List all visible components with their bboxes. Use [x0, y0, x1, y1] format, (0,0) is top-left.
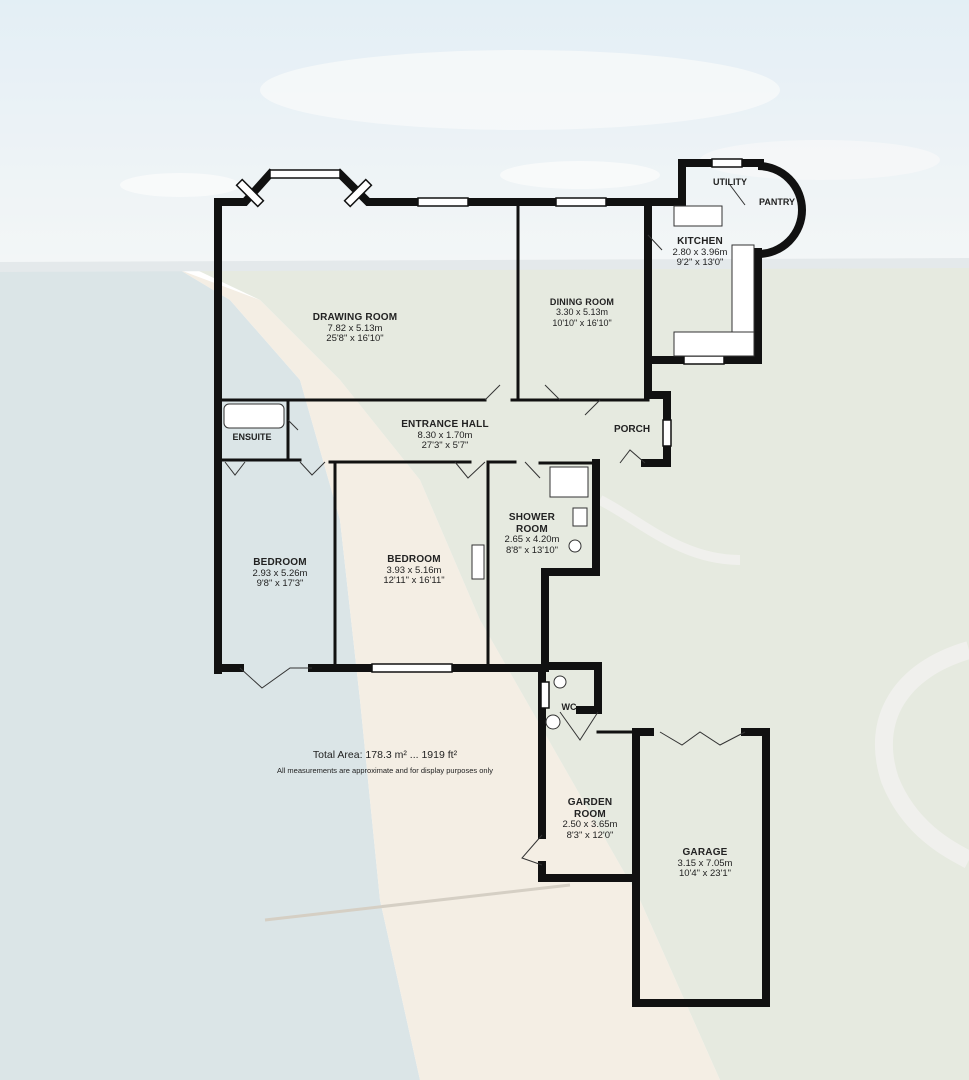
- ensuite-label: ENSUITE: [232, 432, 272, 442]
- porch-label: PORCH: [613, 424, 651, 435]
- room-imperial: 27'3" x 5'7": [421, 440, 469, 452]
- shower-door: [524, 461, 541, 479]
- dining-room-door: [544, 384, 561, 401]
- garage-door: [659, 731, 746, 746]
- room-imperial: 12'11" x 16'11": [383, 575, 445, 587]
- room-metric: 3.15 x 7.05m: [677, 857, 733, 869]
- dining-room-label: DINING ROOM 3.30 x 5.13m 10'10" x 16'10": [532, 297, 632, 328]
- wc-room-toilet: [553, 675, 567, 689]
- utility-door: [729, 184, 746, 206]
- fireplace: [471, 544, 485, 580]
- fixtures: [223, 205, 755, 730]
- bedroom1-door: [224, 461, 246, 476]
- room-name-line1: SHOWER: [508, 512, 556, 523]
- bedroom-2-label: BEDROOM 3.93 x 5.16m 12'11" x 16'11": [364, 554, 464, 587]
- ensuite-bath: [223, 403, 285, 429]
- room-metric: 7.82 x 5.13m: [327, 322, 383, 334]
- room-imperial: 25'8" x 16'10": [326, 333, 384, 345]
- kitchen-worktop-bottom: [673, 331, 755, 357]
- patio-door: [239, 667, 312, 689]
- room-metric: 2.93 x 5.26m: [252, 567, 308, 579]
- entrance-hall-label: ENTRANCE HALL 8.30 x 1.70m 27'3" x 5'7": [390, 419, 500, 452]
- garden-room-door: [521, 834, 543, 866]
- room-metric: 2.80 x 3.96m: [672, 246, 728, 258]
- garage-walls: [632, 728, 770, 1007]
- room-imperial: 9'8" x 17'3": [256, 578, 304, 590]
- garden-room-label: GARDEN ROOM 2.50 x 3.65m 8'3" x 12'0": [545, 797, 635, 842]
- room-metric: 8.30 x 1.70m: [417, 429, 473, 441]
- room-name: BEDROOM: [387, 554, 441, 565]
- kitchen-door: [647, 234, 663, 251]
- bedroom2-door: [454, 461, 486, 479]
- doors: [224, 184, 746, 866]
- room-name: BEDROOM: [253, 557, 307, 568]
- wc-label: WC: [561, 702, 577, 712]
- porch-door: [584, 399, 601, 416]
- wc-toilet: [568, 539, 582, 553]
- room-imperial: 10'4" x 23'1": [678, 868, 732, 880]
- room-metric: 3.30 x 5.13m: [555, 307, 609, 318]
- room-name-line2: ROOM: [516, 523, 548, 535]
- room-metric: 2.65 x 4.20m: [504, 534, 560, 545]
- porch-window: [662, 419, 672, 447]
- drawing-room-top-wall: [214, 168, 276, 674]
- wc-door: [559, 711, 599, 741]
- utility-window: [711, 158, 743, 168]
- drawing-room-label: DRAWING ROOM 7.82 x 5.13m 25'8" x 16'10": [300, 312, 410, 345]
- room-imperial: 8'3" x 12'0": [566, 829, 614, 841]
- pantry-label: PANTRY: [759, 197, 795, 207]
- drawing-room-window: [417, 197, 469, 207]
- bay-window: [269, 169, 341, 179]
- room-imperial: 9'2" x 13'0": [676, 257, 724, 269]
- bedroom1-door-2: [299, 461, 326, 476]
- utility-label: UTILITY: [713, 177, 747, 187]
- room-imperial: 10'10" x 16'10": [552, 317, 612, 328]
- room-metric: 2.50 x 3.65m: [562, 819, 618, 830]
- room-name-line2: ROOM: [574, 808, 606, 820]
- shower-room-label: SHOWER ROOM 2.65 x 4.20m 8'8" x 13'10": [492, 512, 572, 557]
- shower-room-walls: [541, 459, 600, 672]
- kitchen-window: [683, 355, 725, 365]
- basin: [572, 507, 588, 527]
- drawing-room-door: [484, 384, 501, 401]
- bedroom-1-label: BEDROOM 2.93 x 5.26m 9'8" x 17'3": [230, 557, 330, 590]
- room-imperial: 8'8" x 13'10": [505, 544, 559, 556]
- room-name: DINING ROOM: [549, 297, 615, 307]
- bay-window-right: [343, 178, 373, 208]
- disclaimer: All measurements are approximate and for…: [277, 766, 493, 775]
- room-name: KITCHEN: [677, 236, 723, 247]
- garage-label: GARAGE 3.15 x 7.05m 10'4" x 23'1": [655, 847, 755, 880]
- windows: [235, 158, 743, 709]
- room-metric: 3.93 x 5.16m: [386, 564, 442, 576]
- kitchen-worktop: [673, 205, 723, 227]
- bay-window-left: [235, 178, 265, 208]
- dining-room-window: [555, 197, 607, 207]
- front-door: [619, 449, 646, 464]
- bedroom2-window: [371, 663, 453, 673]
- pantry-wall: [757, 162, 806, 258]
- kitchen-label: KITCHEN 2.80 x 3.96m 9'2" x 13'0": [658, 236, 742, 269]
- ensuite-door: [287, 419, 299, 431]
- room-name: GARAGE: [682, 847, 728, 858]
- room-name: DRAWING ROOM: [312, 312, 398, 323]
- shower-tray: [549, 466, 589, 498]
- room-name-line1: GARDEN: [567, 797, 613, 808]
- wc-room-basin: [545, 714, 561, 730]
- wc-window: [540, 681, 550, 709]
- total-area: Total Area: 178.3 m² ... 1919 ft²: [312, 749, 458, 761]
- room-name: ENTRANCE HALL: [401, 419, 489, 430]
